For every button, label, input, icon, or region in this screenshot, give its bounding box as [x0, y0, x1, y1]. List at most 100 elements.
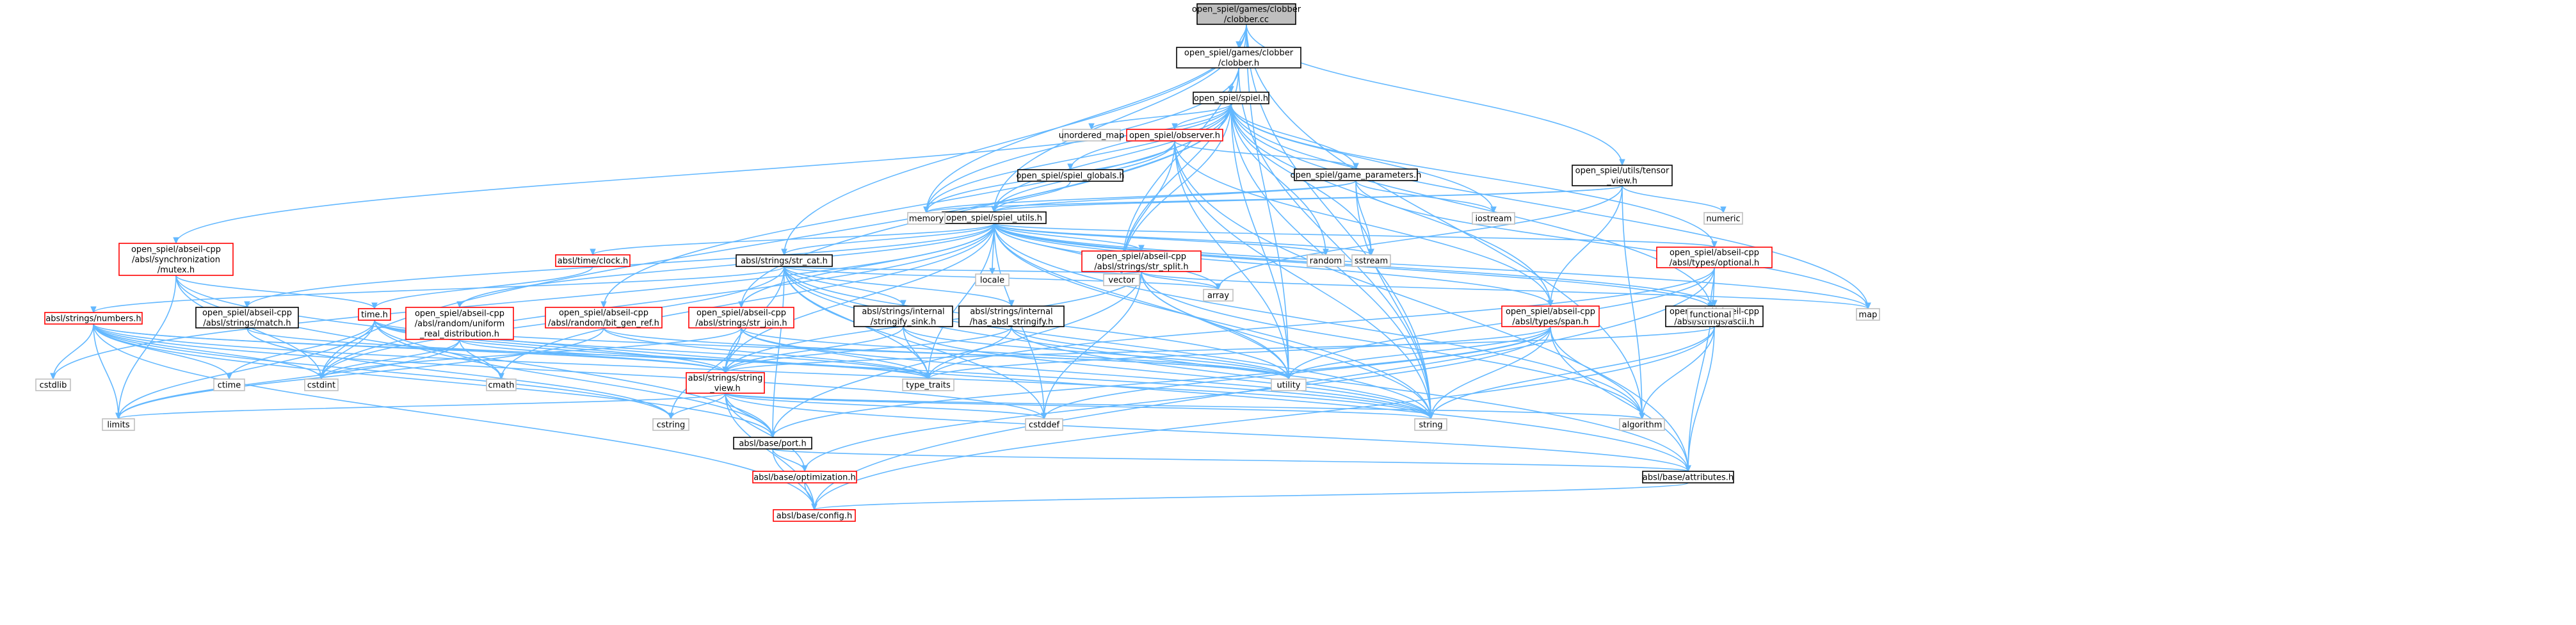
dependency-edge-str_cat_h-to-port_h — [772, 266, 785, 438]
node-label: /absl/types/optional.h — [1670, 259, 1760, 268]
node-label: /stringify_sink.h — [871, 318, 936, 327]
node-label: utility — [1277, 381, 1301, 391]
dependency-edge-stringify_sink_h-to-type_traits — [903, 326, 929, 380]
dependency-edge-spiel_h-to-functional — [1230, 103, 1711, 309]
dependency-edge-game_parameters_h-to-map — [1355, 180, 1869, 309]
dependency-edge-has_absl_stringify_h-to-type_traits — [928, 326, 1012, 380]
edge-arrowhead — [115, 412, 122, 420]
node-clock-h[interactable]: absl/time/clock.h — [555, 254, 631, 267]
edge-arrowhead — [1619, 159, 1625, 166]
dependency-edge-spiel_utils_h-to-cstdlib — [52, 223, 995, 380]
dependency-edge-root-to-utility — [1246, 24, 1289, 380]
dependency-edge-time_h-to-ctime — [229, 320, 375, 380]
dependency-edge-stringify_sink_h-to-string_view_h — [725, 326, 904, 373]
node-box — [736, 254, 833, 267]
node-port-h[interactable]: absl/base/port.h — [733, 437, 812, 450]
node-vector: vector — [1103, 273, 1140, 286]
node-str-split-h[interactable]: open_spiel/abseil-cpp/absl/strings/str_s… — [1081, 250, 1202, 272]
node-label: cstddef — [1029, 421, 1060, 430]
node-label: absl/strings/internal — [862, 307, 944, 317]
edge-arrowhead — [1215, 283, 1221, 291]
dependency-edge-optional_h-to-type_traits — [928, 267, 1715, 380]
dependency-edge-spiel_h-to-iostream — [1230, 103, 1494, 213]
edge-arrowhead — [1067, 163, 1074, 171]
edge-arrowhead — [925, 373, 931, 380]
edge-arrowhead — [811, 503, 817, 511]
dependency-edge-attributes_h-to-config_h — [814, 482, 1689, 510]
node-label: /has_absl_stringify.h — [970, 318, 1053, 327]
dependency-edge-game_parameters_h-to-iostream — [1355, 180, 1494, 213]
node-game-parameters-h[interactable]: open_spiel/game_parameters.h — [1291, 168, 1422, 181]
node-config-h[interactable]: absl/base/config.h — [773, 509, 856, 522]
node-box — [958, 305, 1065, 327]
node-label: open_spiel/game_parameters.h — [1291, 171, 1422, 181]
dependency-edge-bit_gen_ref_h-to-type_traits — [603, 327, 929, 380]
node-root[interactable]: open_spiel/games/clobber/clobber.cc — [1192, 3, 1301, 25]
node-has-absl-stringify-h[interactable]: absl/strings/internal/has_absl_stringify… — [958, 305, 1065, 327]
dependency-edge-string_view_h-to-optimization_h — [725, 393, 805, 472]
node-label: open_spiel/games/clobber — [1184, 49, 1294, 58]
node-bit-gen-ref-h[interactable]: open_spiel/abseil-cpp/absl/random/bit_ge… — [545, 307, 663, 329]
dependency-edge-time_h-to-limits — [118, 320, 375, 419]
node-label: _view.h — [709, 384, 741, 394]
node-match-h[interactable]: open_spiel/abseil-cpp/absl/strings/match… — [195, 307, 299, 329]
dependency-edge-spiel_globals_h-to-spiel_utils_h — [994, 181, 1071, 213]
dependency-edge-match_h-to-cstring — [246, 327, 672, 419]
node-box — [1081, 250, 1202, 272]
dependency-edge-numbers_h-to-cstdint — [93, 323, 322, 380]
node-string-view-h[interactable]: absl/strings/string_view.h — [686, 372, 765, 394]
node-label: ctime — [218, 381, 241, 391]
node-label: open_spiel/abseil-cpp — [415, 309, 504, 319]
node-label: cstdlib — [40, 381, 67, 391]
node-attributes-h[interactable]: absl/base/attributes.h — [1642, 471, 1734, 483]
node-box — [1642, 471, 1734, 483]
dependency-edge-string_view_h-to-attributes_h — [725, 393, 1689, 472]
dependency-edge-observer_h-to-game_parameters_h — [1174, 140, 1356, 170]
node-label: absl/base/optimization.h — [753, 473, 856, 483]
dependency-edge-observer_h-to-span_h — [1174, 140, 1551, 307]
node-box — [688, 307, 794, 329]
node-sstream: sstream — [1351, 254, 1391, 267]
edge-arrowhead — [1720, 206, 1727, 214]
node-uniform-h[interactable]: open_spiel/abseil-cpp/absl/random/unifor… — [405, 307, 514, 340]
dependency-edge-str_cat_h-to-stringify_sink_h — [784, 266, 904, 307]
edge-arrowhead — [90, 306, 97, 314]
node-label: open_spiel/observer.h — [1129, 131, 1220, 141]
edge-arrowhead — [1490, 206, 1497, 214]
dependency-edge-tensor_view_h-to-memory — [926, 185, 1623, 213]
node-observer-h[interactable]: open_spiel/observer.h — [1126, 129, 1223, 142]
node-str-join-h[interactable]: open_spiel/abseil-cpp/absl/strings/str_j… — [688, 307, 794, 329]
node-box — [1062, 129, 1121, 142]
node-spiel-utils-h[interactable]: open_spiel/spiel_utils.h — [942, 211, 1047, 224]
node-limits: limits — [102, 418, 135, 431]
node-box — [1176, 47, 1301, 69]
edge-arrowhead — [244, 301, 250, 309]
node-numbers-h[interactable]: absl/strings/numbers.h — [44, 312, 143, 325]
node-tensor-view-h[interactable]: open_spiel/utils/tensor_view.h — [1572, 165, 1673, 186]
node-clobber-h[interactable]: open_spiel/games/clobber/clobber.h — [1176, 47, 1301, 69]
node-mutex-h[interactable]: open_spiel/abseil-cpp/absl/synchronizati… — [118, 243, 234, 276]
dependency-edge-spiel_h-to-cstdint — [321, 103, 1232, 380]
node-box — [358, 308, 391, 321]
node-stringify-sink-h[interactable]: absl/strings/internal/stringify_sink.h — [853, 305, 953, 327]
dependency-edge-has_absl_stringify_h-to-string — [1011, 326, 1431, 419]
node-optimization-h[interactable]: absl/base/optimization.h — [752, 471, 857, 483]
dependency-edge-str_split_h-to-cstddef — [1043, 271, 1142, 419]
node-label: open_spiel/abseil-cpp — [696, 309, 786, 318]
node-label: open_spiel/utils/tensor — [1575, 166, 1670, 176]
edge-arrowhead — [781, 248, 787, 256]
edge-arrowhead — [600, 301, 607, 309]
node-time-h[interactable]: time.h — [358, 308, 391, 321]
node-box — [486, 378, 517, 391]
node-spiel-h[interactable]: open_spiel/spiel.h — [1193, 92, 1269, 104]
node-spiel-globals-h[interactable]: open_spiel/spiel_globals.h — [1016, 169, 1125, 182]
edge-arrowhead — [173, 237, 179, 245]
node-str-cat-h[interactable]: absl/strings/str_cat.h — [736, 254, 833, 267]
dependency-edge-spiel_utils_h-to-sstream — [994, 223, 1372, 256]
dependency-edge-string_view_h-to-algorithm — [725, 393, 1643, 419]
dependency-edge-string_view_h-to-limits — [118, 393, 726, 419]
node-span-h[interactable]: open_spiel/abseil-cpp/absl/types/span.h — [1501, 305, 1600, 327]
edge-arrowhead — [801, 465, 808, 473]
node-optional-h[interactable]: open_spiel/abseil-cpp/absl/types/optiona… — [1656, 247, 1773, 268]
node-label: /absl/strings/str_join.h — [695, 319, 787, 329]
